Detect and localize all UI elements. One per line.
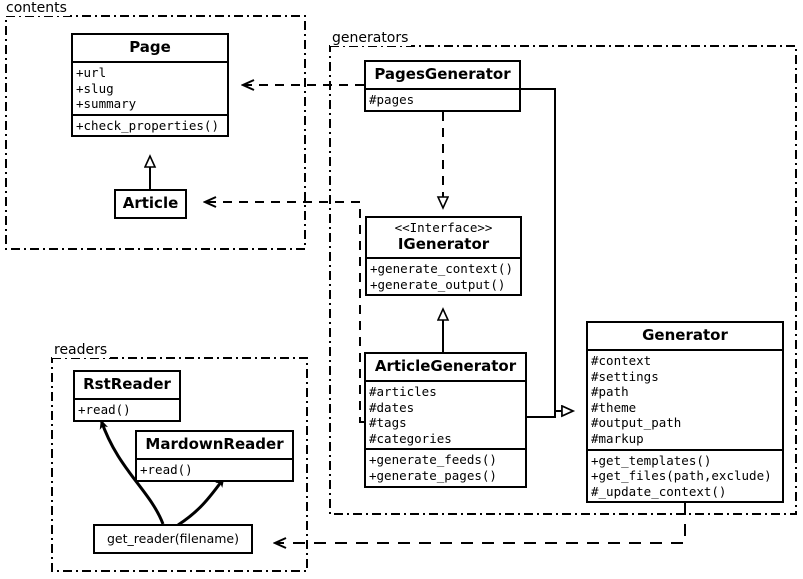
class-name-get-reader: get_reader(filename) <box>107 531 239 546</box>
attribute-row: +slug <box>76 80 114 96</box>
operation-row: #_update_context() <box>591 483 727 499</box>
class-name-article: Article <box>122 194 179 212</box>
operation-row: +read() <box>140 462 193 477</box>
class-name-article-generator: ArticleGenerator <box>374 357 517 375</box>
class-attributes-article-generator: #articles #dates #tags #categories <box>366 380 525 448</box>
attribute-row: #markup <box>591 430 644 446</box>
class-box-page[interactable]: Page +url +slug +summary +check_properti… <box>71 33 229 138</box>
package-label-generators: generators <box>330 31 412 46</box>
class-operations-article-generator: +generate_feeds() +generate_pages() <box>366 448 525 485</box>
class-name-mardown-reader: MardownReader <box>145 435 284 453</box>
operation-row: +generate_context() <box>370 261 513 276</box>
class-operations-generator: +get_templates() +get_files(path,exclude… <box>588 448 782 502</box>
class-box-rst-reader[interactable]: RstReader +read() <box>73 370 181 422</box>
package-label-readers: readers <box>52 343 111 358</box>
class-operations-mardown-reader: +read() <box>137 458 292 480</box>
edge-articlegenerator-to-article <box>205 202 364 423</box>
class-box-generator[interactable]: Generator #context #settings #path #them… <box>586 321 784 504</box>
class-name-pages-generator: PagesGenerator <box>374 65 511 83</box>
class-operations-page: +check_properties() <box>73 113 227 136</box>
operation-row: +check_properties() <box>76 117 219 133</box>
class-stereotype-igenerator: <<Interface>> <box>394 220 493 235</box>
class-box-pages-generator[interactable]: PagesGenerator #pages <box>364 60 521 112</box>
operation-row: +get_templates() <box>591 452 712 468</box>
operation-row: +generate_feeds() <box>369 452 497 468</box>
class-box-mardown-reader[interactable]: MardownReader +read() <box>135 430 294 482</box>
edge-getreader-to-mardownreader <box>177 477 226 527</box>
class-name-rst-reader: RstReader <box>83 375 171 393</box>
class-box-article-generator[interactable]: ArticleGenerator #articles #dates #tags … <box>364 352 527 488</box>
operation-row: +generate_pages() <box>369 467 497 483</box>
attribute-row: #articles <box>369 384 437 399</box>
class-attributes-page: +url +slug +summary <box>73 61 227 114</box>
class-name-page: Page <box>129 38 171 56</box>
class-box-get-reader[interactable]: get_reader(filename) <box>93 524 253 554</box>
attribute-row: #output_path <box>591 415 682 431</box>
attribute-row: #theme <box>591 399 637 415</box>
attribute-row: #path <box>591 384 629 400</box>
edge-articlegenerator-to-generator <box>527 411 573 418</box>
edge-pagesgenerator-to-generator <box>521 88 573 411</box>
attribute-row: #context <box>591 353 652 368</box>
attribute-row: #pages <box>369 92 415 107</box>
attribute-row: #tags <box>369 415 407 431</box>
class-attributes-generator: #context #settings #path #theme #output_… <box>588 349 782 449</box>
operation-row: +generate_output() <box>370 276 506 292</box>
package-label-contents: contents <box>4 1 70 16</box>
class-attributes-pages-generator: #pages <box>366 88 519 110</box>
attribute-row: #categories <box>369 430 452 446</box>
attribute-row: +summary <box>76 96 137 112</box>
operation-row: +get_files(path,exclude) <box>591 468 772 484</box>
attribute-row: +url <box>76 65 107 80</box>
edge-generator-to-getreader <box>275 503 686 543</box>
class-operations-rst-reader: +read() <box>75 398 179 420</box>
operation-row: +read() <box>78 402 131 417</box>
class-operations-igenerator: +generate_context() +generate_output() <box>367 257 520 294</box>
attribute-row: #dates <box>369 399 415 415</box>
class-name-igenerator: IGenerator <box>397 235 490 253</box>
attribute-row: #settings <box>591 368 659 384</box>
class-box-igenerator[interactable]: <<Interface>> IGenerator +generate_conte… <box>365 216 522 297</box>
class-box-article[interactable]: Article <box>114 189 187 219</box>
class-name-generator: Generator <box>642 326 728 344</box>
